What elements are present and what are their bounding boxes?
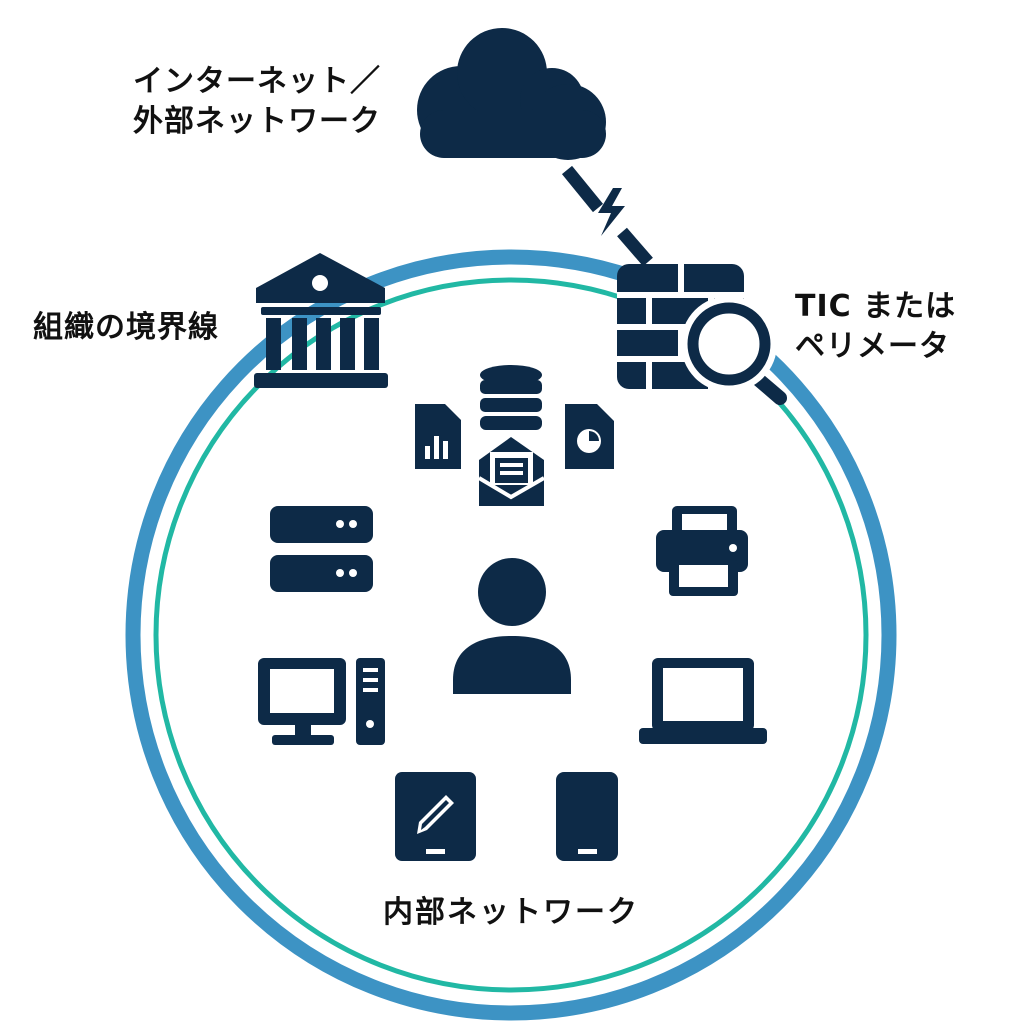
cloud-icon — [417, 28, 606, 160]
inner-network-ring — [153, 277, 869, 993]
pie-document-icon — [565, 404, 614, 469]
server-icon — [270, 506, 373, 592]
internet-label-line2: 外部ネットワーク — [133, 104, 381, 139]
tic-label-line1: TIC または — [795, 289, 957, 324]
tablet-pen-icon — [395, 772, 476, 861]
printer-icon — [656, 506, 748, 596]
laptop-icon — [639, 658, 767, 744]
bank-building-icon — [254, 253, 388, 388]
internet-label: インターネット／ 外部ネットワーク — [133, 62, 381, 142]
chart-document-icon — [415, 404, 461, 469]
tic-label: TIC または ペリメータ — [795, 287, 956, 367]
connection-link — [561, 165, 653, 267]
bank-emblem — [312, 275, 328, 291]
database-icon — [480, 365, 542, 430]
smartphone-icon — [556, 772, 618, 861]
internet-label-line1: インターネット／ — [133, 64, 381, 99]
mail-icon — [477, 437, 545, 506]
outer-boundary-ring — [125, 249, 897, 1021]
lightning-icon — [598, 188, 625, 236]
boundary-label: 組織の境界線 — [33, 310, 219, 345]
tic-label-line2: ペリメータ — [795, 329, 950, 364]
user-icon — [453, 558, 571, 694]
magnifier-icon — [681, 296, 787, 405]
desktop-icon — [258, 658, 385, 745]
internal-network-label: 内部ネットワーク — [383, 895, 639, 930]
